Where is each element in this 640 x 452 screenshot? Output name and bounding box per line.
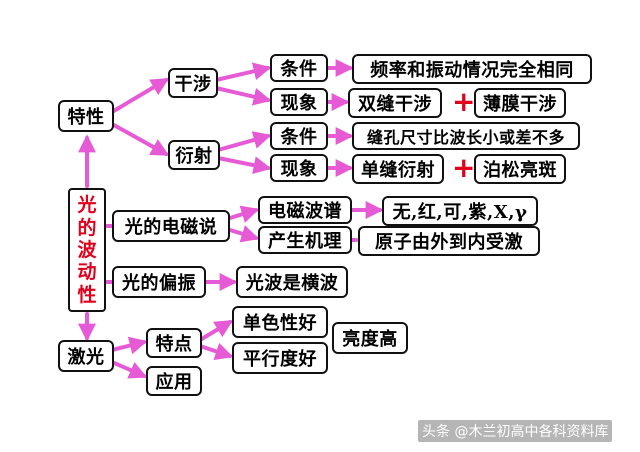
center-char-1: 光: [77, 194, 97, 217]
node-yingyong: 应用: [146, 366, 202, 396]
arrow-td-ds: [198, 320, 234, 342]
node-pingxing: 平行度好: [232, 342, 328, 374]
arrow-jg-yy: [110, 360, 148, 379]
node-yansh-tiaojian-val: 缝孔尺寸比波长小或差不多: [352, 122, 580, 150]
node-dianci-pu: 电磁波谱: [258, 196, 352, 224]
node-yansh-xx-b: 泊松亮斑: [474, 154, 566, 184]
arrow-yansh-xx: [216, 156, 272, 175]
node-gansh-xx-b: 薄膜干涉: [474, 88, 566, 118]
node-tedian: 特点: [146, 328, 202, 358]
node-jiguang: 激光: [58, 340, 114, 372]
arrow-gansh-xx: [214, 86, 272, 106]
node-chansheng-val: 原子由外到内受激: [358, 226, 540, 256]
node-yansh: 衍射: [168, 140, 220, 170]
node-gansh-xianxiang: 现象: [270, 88, 328, 116]
arrow-dianci-cs: [228, 225, 260, 243]
center-char-3: 波: [77, 238, 97, 261]
plus-sign-yansh: +: [452, 151, 476, 184]
node-center-wave-nature: 光 的 波 动 性: [68, 188, 106, 312]
node-chansheng: 产生机理: [258, 226, 352, 254]
node-gansh-tiaojian-val: 频率和振动情况完全相同: [352, 54, 592, 84]
arrow-yansh-tj: [216, 131, 272, 152]
arrow-dianci-pu: [228, 205, 260, 223]
node-hengbo: 光波是横波: [236, 266, 348, 298]
node-yansh-xx-a: 单缝衍射: [352, 154, 444, 184]
center-char-2: 的: [77, 216, 97, 239]
node-yansh-tiaojian: 条件: [270, 122, 328, 150]
arrow-td-px: [198, 342, 234, 360]
plus-sign-gansh: +: [452, 85, 476, 118]
arrow-jg-td: [110, 336, 148, 355]
node-texing: 特性: [58, 100, 114, 132]
arrow-texing-yansh: [110, 122, 170, 156]
node-dianci: 光的电磁说: [112, 210, 230, 242]
arrow-texing-gansh: [110, 78, 170, 114]
node-liangdu: 亮度高: [332, 322, 408, 354]
center-char-5: 性: [77, 283, 97, 306]
node-danse: 单色性好: [232, 306, 328, 338]
watermark-text: 头条 @木兰初高中各科资料库: [418, 420, 613, 442]
arrow-gansh-tj: [214, 62, 272, 82]
node-gansh-xx-a: 双缝干涉: [348, 88, 442, 118]
node-dianci-pu-val: 无,红,可,紫,X,γ: [382, 196, 538, 226]
node-gansh-tiaojian: 条件: [270, 54, 328, 82]
node-gansh: 干涉: [168, 68, 218, 98]
node-pianzhen: 光的偏振: [112, 266, 206, 298]
center-char-4: 动: [77, 261, 97, 284]
node-yansh-xianxiang: 现象: [270, 154, 328, 182]
